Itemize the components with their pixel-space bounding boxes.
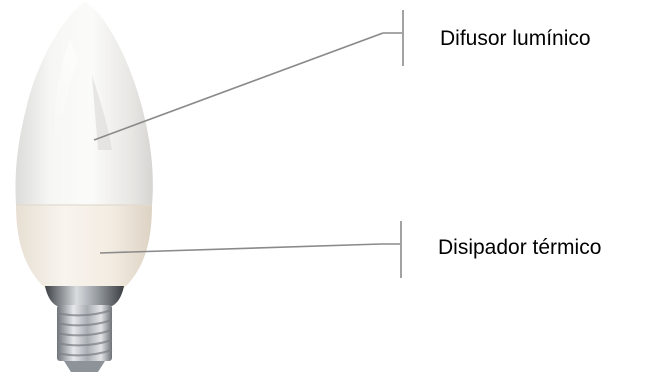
base-neck [45, 286, 124, 306]
diffuser-label: Difusor lumínico [440, 28, 591, 49]
diffuser-dome [15, 2, 152, 205]
heatsink-body [16, 205, 152, 288]
heatsink-label: Disipador térmico [438, 237, 601, 258]
base-tip [64, 361, 105, 372]
